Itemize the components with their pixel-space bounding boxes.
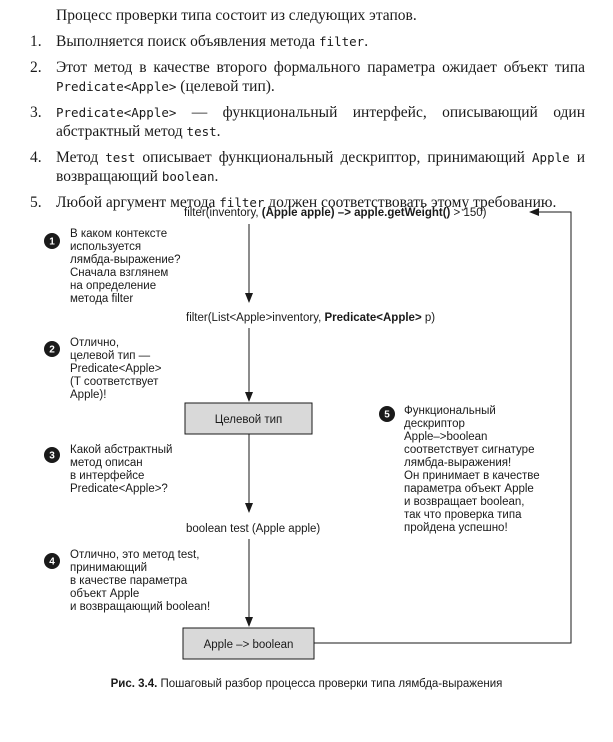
feedback-arrow — [314, 208, 572, 644]
step-badge-number: 3 — [49, 451, 55, 462]
text-run: . — [214, 168, 219, 185]
step-number: 4. — [30, 148, 42, 166]
note-text: Отлично, целевой тип — Predicate<Apple> … — [70, 337, 165, 401]
step-item: 3. Predicate<Apple> — функциональный инте… — [30, 103, 585, 142]
text-run: должен соответствовать этому требованию. — [264, 193, 557, 211]
step-number: 5. — [30, 193, 42, 211]
text-run: и воз­вращающий — [56, 148, 586, 186]
text-run: (целевой тип). — [176, 78, 275, 95]
code-filter-declaration: filter(List<Apple>inventory, Predicate<A… — [186, 312, 435, 324]
note-3: 3 Какой абстрактный метод описан в интер… — [44, 444, 176, 495]
code-term: test — [186, 124, 217, 139]
step-badge — [379, 406, 395, 422]
step-item: 5. Любой аргумент метода filter должен со… — [30, 193, 585, 213]
step-text: Метод test описывает функциональный деск… — [56, 149, 585, 186]
step-text: Выполняется поиск объявления метода filt… — [56, 33, 368, 50]
code-term: boolean — [161, 169, 215, 184]
code-term: Predicate<Apple> — [56, 79, 177, 94]
note-4: 4 Отлично, это метод test, принимающий в… — [44, 549, 210, 613]
note-text: В каком контексте используется лямбда-вы… — [70, 228, 184, 305]
note-text: Функциональный дескриптор Apple–>boolean… — [404, 405, 543, 534]
step-text: Любой аргумент метода filter должен соот… — [56, 194, 556, 211]
note-text: Какой абстрактный метод описан в интерфе… — [70, 444, 176, 495]
text-run: Этот метод в качестве второго формальног… — [56, 58, 585, 76]
step-text: Этот метод в качестве второго формальног… — [56, 59, 585, 96]
target-type-box — [184, 402, 313, 435]
step-badge-number: 1 — [49, 237, 55, 248]
text-run: — функциональный интерфейс, описывающий … — [56, 103, 585, 141]
step-badge — [44, 447, 60, 463]
step-badge — [44, 553, 60, 569]
figure-caption-text: Пошаговый разбор процесса проверки типа … — [157, 678, 503, 690]
code-term: filter — [219, 194, 265, 210]
target-type-label: Целевой тип — [215, 414, 283, 426]
text-run: описывает функциональный дескриптор, при… — [135, 148, 533, 166]
step-badge — [44, 341, 60, 357]
step-badge-number: 5 — [384, 410, 390, 421]
steps-list: 1. Выполняется поиск объявления метода fi… — [30, 32, 585, 218]
code-term: Predicate<Apple> — [56, 104, 177, 120]
step-number: 2. — [30, 58, 42, 76]
figure-label: Рис. 3.4. — [110, 678, 158, 690]
step-item: 4. Метод test описывает функциональный де… — [30, 148, 585, 187]
code-term: test — [105, 149, 136, 165]
note-text: Отлично, это метод test, принимающий в к… — [70, 549, 210, 613]
step-badge-number: 2 — [49, 345, 55, 356]
text-run: . — [364, 33, 369, 50]
note-2: 2 Отлично, целевой тип — Predicate<Apple… — [44, 337, 165, 401]
code-term: filter — [319, 34, 365, 49]
text-run: Метод — [56, 148, 106, 166]
text-run: . — [216, 123, 221, 140]
step-number: 1. — [30, 33, 42, 50]
step-item: 2. Этот метод в качестве второго формальн… — [30, 58, 585, 97]
step-badge — [44, 233, 60, 249]
code-term: Apple — [532, 149, 570, 165]
step-item: 1. Выполняется поиск объявления метода fi… — [30, 32, 585, 52]
text-run: Выполняется поиск объявления метода — [56, 33, 320, 50]
text-run: Любой аргумент метода — [56, 193, 220, 211]
intro-paragraph: Процесс проверки типа состоит из следующ… — [56, 7, 417, 24]
note-1: 1 В каком контексте используется лямбда-… — [44, 228, 184, 305]
descriptor-box — [182, 627, 315, 660]
descriptor-label: Apple –> boolean — [204, 639, 294, 651]
code-filter-call: filter(inventory, (Apple apple) –> apple… — [184, 207, 487, 219]
step-text: Predicate<Apple> — функциональный интерф… — [56, 104, 585, 141]
type-check-diagram: filter(inventory, (Apple apple) –> apple… — [44, 207, 572, 660]
figure-caption: Рис. 3.4. Пошаговый разбор процесса пров… — [0, 678, 613, 690]
step-number: 3. — [30, 103, 42, 121]
step-badge-number: 4 — [49, 557, 55, 568]
code-test-signature: boolean test (Apple apple) — [186, 523, 320, 535]
note-5: 5 Функциональный дескриптор Apple–>boole… — [379, 405, 543, 534]
